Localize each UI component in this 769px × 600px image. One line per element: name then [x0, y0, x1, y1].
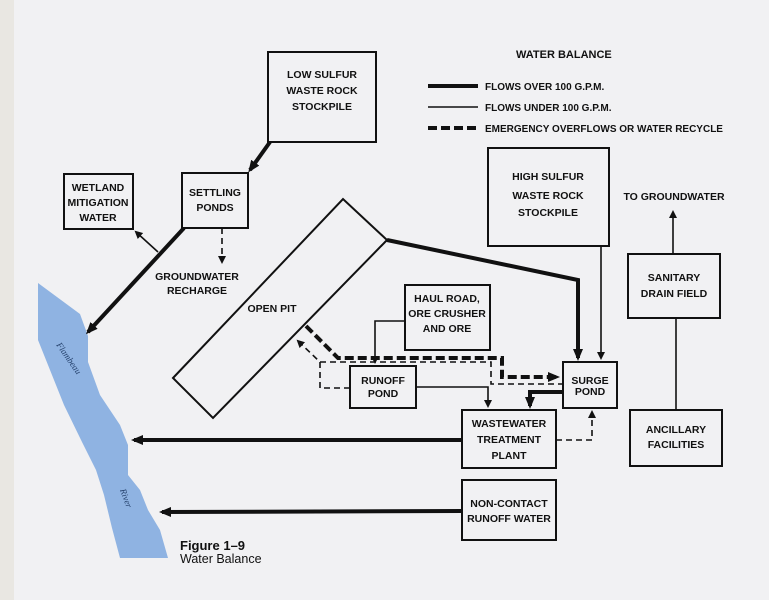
svg-text:ORE CRUSHER: ORE CRUSHER [408, 308, 486, 320]
node-haul-road: HAUL ROAD, ORE CRUSHER AND ORE [404, 284, 491, 351]
svg-text:WATER: WATER [79, 212, 117, 224]
node-open-pit: OPEN PIT [171, 197, 389, 420]
svg-text:STOCKPILE: STOCKPILE [292, 101, 352, 113]
svg-text:WASTE ROCK: WASTE ROCK [512, 190, 584, 202]
node-wetland-mitigation: WETLAND MITIGATION WATER [63, 173, 134, 230]
flow-settling-to-river [85, 226, 186, 335]
flow-haulroad-to-runoff [371, 320, 405, 364]
flow-openpit-overflow-to-surge [304, 324, 560, 382]
svg-text:WETLAND: WETLAND [72, 182, 125, 194]
label-groundwater-recharge: GROUNDWATER RECHARGE [155, 271, 239, 297]
svg-text:NON-CONTACT: NON-CONTACT [470, 498, 548, 510]
svg-text:PONDS: PONDS [196, 202, 233, 214]
svg-text:SURGE: SURGE [571, 375, 608, 387]
flow-noncontact-to-river [159, 506, 463, 517]
node-runoff-pond: RUNOFF POND [349, 365, 417, 409]
svg-text:RECHARGE: RECHARGE [167, 285, 227, 297]
node-surge-pond: SURGE POND [562, 361, 618, 409]
svg-text:DRAIN FIELD: DRAIN FIELD [641, 288, 708, 300]
svg-text:MITIGATION: MITIGATION [67, 197, 128, 209]
node-settling-ponds: SETTLING PONDS [181, 172, 249, 229]
node-low-sulfur-stockpile: LOW SULFUR WASTE ROCK STOCKPILE [267, 51, 377, 143]
flow-wwtp-recycle-to-surge [556, 410, 596, 441]
flow-openpit-to-surge [386, 238, 583, 361]
svg-text:POND: POND [575, 386, 606, 398]
node-high-sulfur-stockpile: HIGH SULFUR WASTE ROCK STOCKPILE [487, 147, 610, 247]
svg-text:HAUL ROAD,: HAUL ROAD, [414, 293, 480, 305]
legend-label-dashed: EMERGENCY OVERFLOWS OR WATER RECYCLE [485, 124, 723, 135]
svg-text:FACILITIES: FACILITIES [648, 439, 705, 451]
svg-text:RUNOFF WATER: RUNOFF WATER [467, 513, 551, 525]
node-wastewater-treatment-plant: WASTEWATER TREATMENT PLANT [461, 409, 557, 469]
node-ancillary-facilities: ANCILLARY FACILITIES [629, 409, 723, 467]
svg-text:RUNOFF: RUNOFF [361, 375, 405, 387]
svg-text:HIGH SULFUR: HIGH SULFUR [512, 171, 584, 183]
figure-number: Figure 1–9 [180, 538, 245, 553]
svg-text:WASTE ROCK: WASTE ROCK [286, 85, 358, 97]
svg-text:OPEN PIT: OPEN PIT [247, 303, 297, 315]
svg-text:GROUNDWATER: GROUNDWATER [155, 271, 239, 283]
svg-text:STOCKPILE: STOCKPILE [518, 207, 578, 219]
svg-text:SANITARY: SANITARY [648, 272, 701, 284]
svg-text:PLANT: PLANT [492, 450, 528, 462]
flow-runoff-recycle-to-openpit [296, 339, 350, 389]
svg-text:POND: POND [368, 388, 399, 400]
flow-lowsulfur-to-settling [248, 140, 272, 173]
legend-label-thin: FLOWS UNDER 100 G.P.M. [485, 103, 612, 114]
legend-label-thick: FLOWS OVER 100 G.P.M. [485, 82, 605, 93]
river-shape [38, 283, 168, 558]
svg-text:AND ORE: AND ORE [423, 323, 471, 335]
svg-text:WASTEWATER: WASTEWATER [472, 418, 547, 430]
legend-title: WATER BALANCE [516, 49, 612, 61]
flow-recycle-line [320, 361, 563, 385]
flow-settling-to-wetland [134, 230, 159, 253]
node-non-contact-runoff: NON-CONTACT RUNOFF WATER [461, 479, 557, 541]
page-edge [0, 0, 14, 600]
svg-text:ANCILLARY: ANCILLARY [646, 424, 706, 436]
svg-text:SETTLING: SETTLING [189, 187, 241, 199]
node-sanitary-drain-field: SANITARY DRAIN FIELD [627, 253, 721, 319]
label-to-groundwater: TO GROUNDWATER [623, 191, 725, 203]
figure-title: Water Balance [180, 552, 262, 566]
flow-runoff-to-wwtp [416, 386, 492, 408]
svg-text:TREATMENT: TREATMENT [477, 434, 542, 446]
flow-surge-to-wwtp [525, 390, 563, 409]
svg-text:LOW SULFUR: LOW SULFUR [287, 69, 357, 81]
